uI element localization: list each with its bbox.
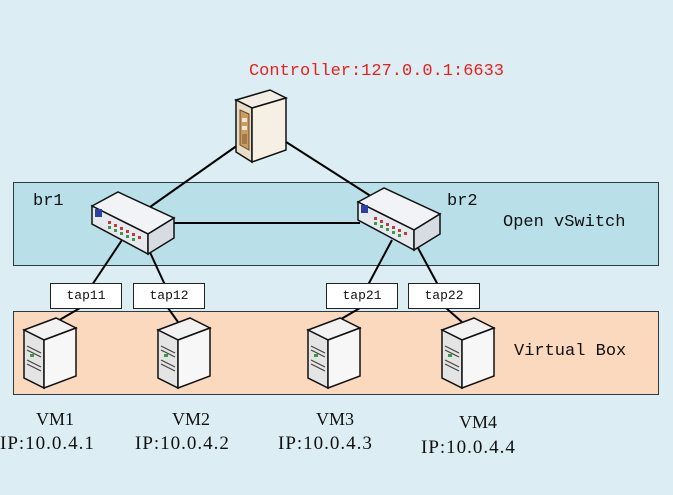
link-tap22-vm4 [445, 307, 463, 323]
server-icon [22, 317, 78, 390]
link-br2-tap22 [417, 247, 439, 286]
vm-name-vm1: VM1 [35, 409, 74, 429]
link-controller-br2 [282, 139, 381, 203]
link-controller-br1 [149, 139, 246, 208]
controller-label: Controller:127.0.0.1:6633 [248, 62, 505, 81]
link-br1-tap11 [91, 239, 123, 286]
bridge-label-br1: br1 [33, 192, 64, 211]
vm-name-vm3: VM3 [315, 409, 354, 429]
virtualbox-label: Virtual Box [514, 342, 627, 361]
vm-ip-vm2: IP:10.0.4.2 [135, 433, 230, 454]
link-br1-tap12 [147, 247, 166, 286]
network-switch-icon [90, 191, 176, 256]
vm-ip-vm3: IP:10.0.4.3 [278, 433, 373, 454]
server-icon [306, 317, 362, 390]
tap-box-tap21: tap21 [326, 283, 398, 309]
tap-box-tap12: tap12 [133, 283, 205, 309]
open-vswitch-label: Open vSwitch [503, 213, 626, 232]
link-tap12-vm2 [167, 307, 179, 323]
vm-ip-vm4: IP:10.0.4.4 [421, 437, 516, 458]
vm-name-vm4: VM4 [458, 412, 497, 432]
server-icon [156, 317, 212, 390]
tap-box-tap22: tap22 [408, 283, 480, 309]
network-switch-icon [356, 187, 442, 252]
vm-ip-vm1: IP:10.0.4.1 [0, 433, 95, 454]
link-br2-tap21 [367, 239, 393, 286]
server-tower-icon [233, 89, 289, 164]
server-icon [440, 317, 496, 390]
bridge-label-br2: br2 [447, 192, 478, 211]
tap-box-tap11: tap11 [50, 283, 122, 309]
vm-name-vm2: VM2 [171, 409, 210, 429]
